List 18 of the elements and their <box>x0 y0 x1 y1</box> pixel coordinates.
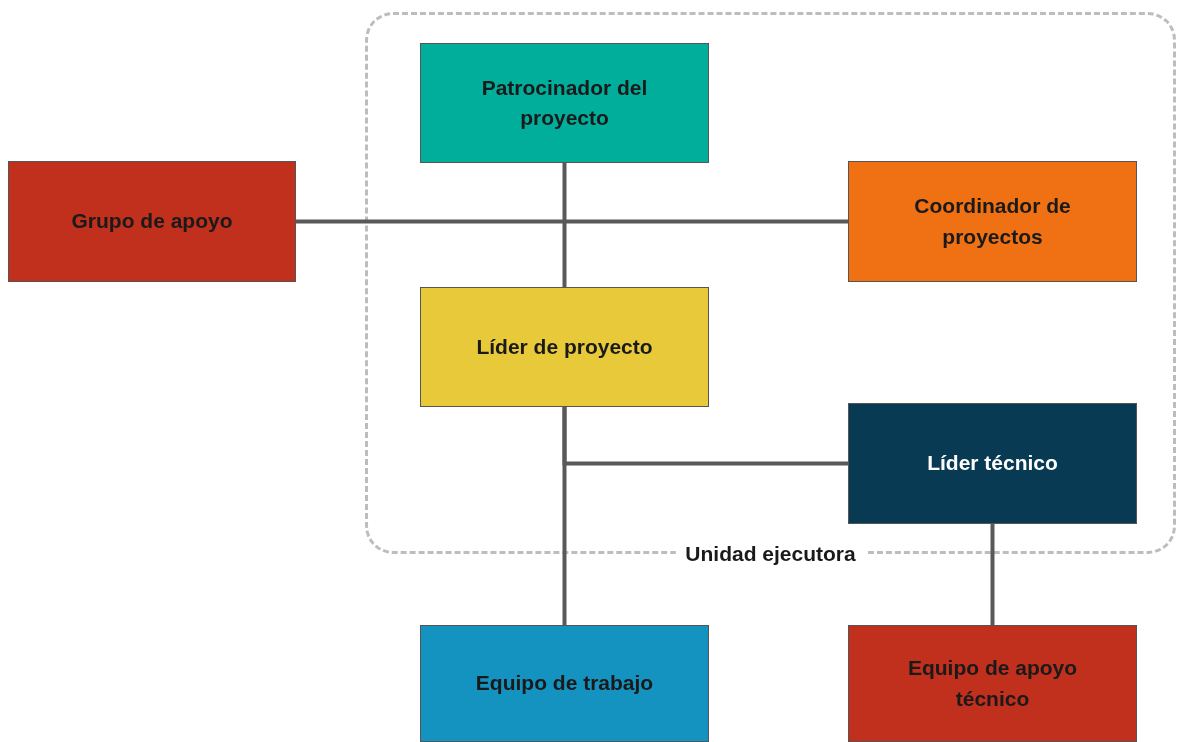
connector-line <box>562 407 567 625</box>
role-box <box>420 43 709 163</box>
role-box <box>848 403 1137 524</box>
role-box <box>848 161 1137 282</box>
role-box <box>420 625 709 742</box>
role-label: Equipo de trabajo <box>475 670 654 697</box>
role-label: Equipo de apoyo técnico <box>906 655 1079 712</box>
connector-line <box>990 524 995 625</box>
role-box <box>8 161 296 282</box>
role-label: Grupo de apoyo <box>71 208 233 235</box>
role-label: Líder de proyecto <box>476 333 653 360</box>
connector-line <box>562 163 567 287</box>
role-box <box>420 287 709 407</box>
role-box <box>848 625 1137 742</box>
role-label: Patrocinador del proyecto <box>480 74 649 131</box>
connector-line <box>296 219 848 224</box>
role-label: Líder técnico <box>927 450 1058 477</box>
role-label: Coordinador de proyectos <box>913 193 1072 250</box>
